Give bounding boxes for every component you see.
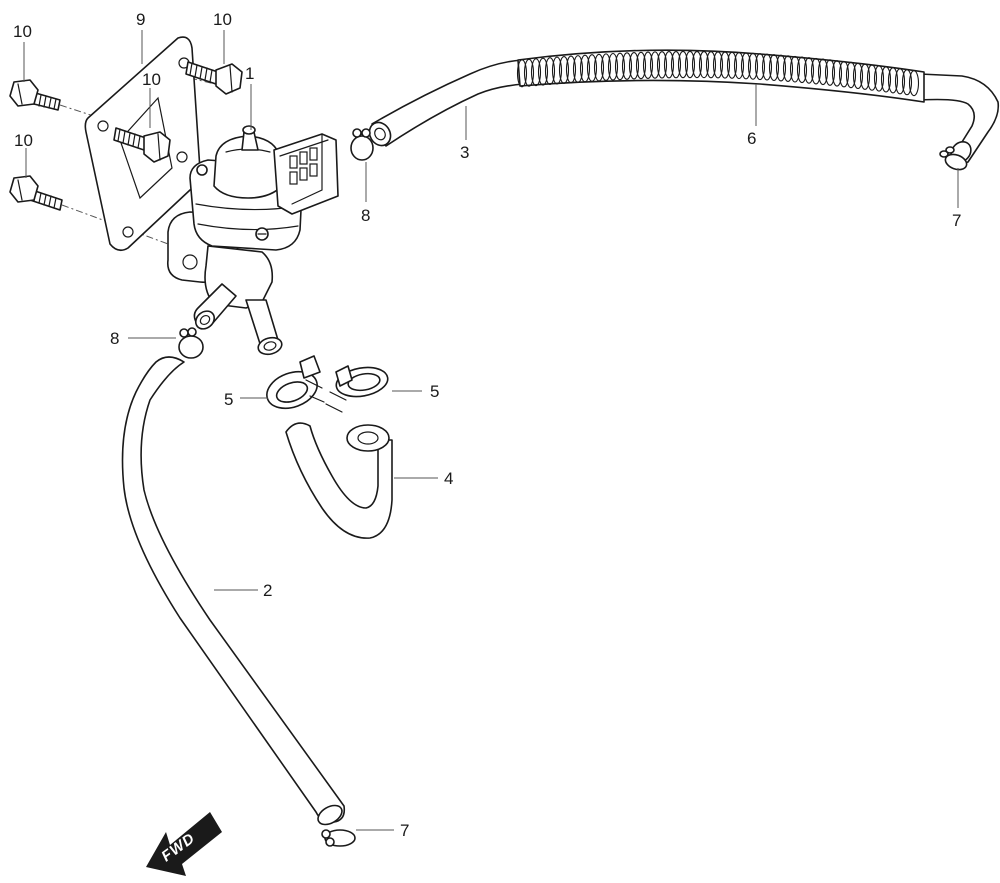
spring-coil (712, 51, 724, 79)
spring-coil (705, 51, 717, 79)
callout-10-center: 10 (142, 70, 161, 89)
wire-clip-8-upper (350, 128, 374, 161)
spring-coil (579, 54, 591, 83)
callout-3: 3 (460, 143, 469, 162)
spring-coil (901, 69, 913, 96)
callout-10-top-right: 10 (213, 10, 232, 29)
bolt-top-left (9, 79, 61, 111)
spring-coil (670, 50, 682, 79)
spring-coil (740, 52, 752, 80)
spring-coil (880, 66, 892, 93)
wire-clip-8-lower (178, 327, 204, 359)
hose-short-curved (285, 422, 393, 539)
callout-7-lower: 7 (400, 821, 409, 840)
spring-coil (761, 53, 773, 81)
spring-coil (817, 58, 829, 86)
spring-coil (824, 59, 836, 86)
spring-coil (614, 52, 626, 81)
forward-direction-arrow: FWD (146, 812, 222, 876)
hose-long (121, 356, 346, 826)
callout-2: 2 (263, 581, 272, 600)
callout-1: 1 (245, 64, 254, 83)
callout-10-top-left: 10 (13, 22, 32, 41)
spring-coil (684, 50, 696, 79)
spring-coil (810, 57, 822, 85)
spring-coil (754, 53, 766, 81)
spring-coil (691, 50, 703, 79)
spring-coil (719, 51, 731, 79)
spring-coil (747, 52, 759, 80)
callout-10-mid-left: 10 (14, 131, 33, 150)
spring-coil (852, 62, 864, 90)
bolt-center (113, 127, 171, 163)
spring-coil (544, 57, 556, 86)
wire-clip-7-upper (939, 146, 968, 171)
bolt-bottom-left (9, 175, 63, 211)
spring-coil (845, 61, 857, 89)
wire-clip-7-lower (321, 829, 356, 847)
spring-coil (789, 55, 801, 83)
spring-coil (586, 54, 598, 82)
callout-numbers: 1 2 3 4 5 5 6 7 7 8 8 9 10 10 10 10 (13, 10, 961, 840)
callout-5-left: 5 (224, 390, 233, 409)
hose-upper (368, 49, 1000, 165)
callout-5-right: 5 (430, 382, 439, 401)
hose-clamp-right (325, 365, 389, 413)
leader-lines (23, 30, 959, 831)
spring-coil (530, 58, 542, 87)
spring-coil (537, 57, 549, 86)
spring-coil (838, 60, 850, 88)
spring-coil (887, 67, 899, 94)
spring-coil (642, 51, 654, 79)
callout-4: 4 (444, 469, 453, 488)
spring-coil (768, 54, 780, 81)
spring-coil (894, 68, 906, 95)
spring-coil (523, 58, 535, 87)
spring-guard-coils (516, 50, 920, 97)
spring-coil (831, 60, 843, 87)
spring-coil (775, 54, 787, 82)
spring-coil (516, 59, 528, 88)
spring-coil (607, 52, 619, 81)
spring-coil (635, 51, 647, 80)
callout-8-lower: 8 (110, 329, 119, 348)
callout-8-upper: 8 (361, 206, 370, 225)
spring-coil (663, 51, 675, 79)
callout-6: 6 (747, 129, 756, 148)
spring-coil (621, 52, 633, 80)
spring-coil (600, 53, 612, 81)
spring-coil (726, 51, 738, 79)
spring-coil (866, 64, 878, 91)
valve-assembly (166, 125, 339, 356)
spring-coil (656, 51, 668, 79)
spring-coil (908, 70, 920, 97)
spring-coil (593, 53, 605, 82)
spring-coil (649, 51, 661, 79)
spring-coil (733, 52, 745, 80)
spring-coil (803, 57, 815, 84)
spring-coil (796, 56, 808, 84)
spring-coil (628, 51, 640, 80)
callout-7-upper: 7 (952, 211, 961, 230)
spring-coil (698, 51, 710, 79)
spring-coil (859, 63, 871, 90)
spring-coil (565, 55, 577, 84)
callout-9: 9 (136, 10, 145, 29)
spring-coil (558, 56, 570, 84)
spring-coil (677, 50, 689, 79)
spring-coil (572, 55, 584, 83)
spring-coil (782, 55, 794, 82)
bolt-top-right (185, 61, 243, 95)
hose-clamp-left (266, 355, 325, 410)
spring-coil (551, 56, 563, 85)
spring-coil (873, 65, 885, 92)
